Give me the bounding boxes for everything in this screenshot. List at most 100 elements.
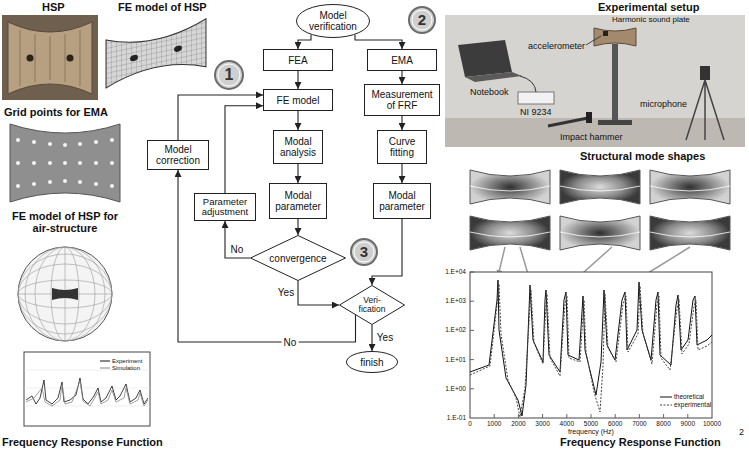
grid-point <box>110 161 114 165</box>
fe-mesh <box>106 19 206 88</box>
callout-ring <box>412 10 432 30</box>
connector <box>297 111 298 130</box>
axis-tick-label: 2000 <box>511 420 525 427</box>
box-outline <box>264 90 333 111</box>
label-holder: 6000 <box>608 420 622 427</box>
label-holder: 0 <box>468 420 472 427</box>
callout-ring <box>218 64 240 86</box>
box-outline <box>374 184 431 219</box>
process-box: FEA <box>263 49 333 71</box>
axis-tick-label: 10000 <box>703 420 721 427</box>
hsp-photo <box>8 22 92 94</box>
air-sphere <box>18 247 112 341</box>
mode-shapes <box>560 216 640 250</box>
setup-photo <box>445 15 745 147</box>
connector <box>178 170 356 342</box>
axis-tick-label: 1.E+01 <box>445 356 466 363</box>
setup-photo <box>594 28 636 46</box>
connector <box>401 164 402 183</box>
hsp-photo <box>2 15 98 100</box>
label-holder: 1.E+03 <box>445 298 466 305</box>
mode-shapes <box>470 170 730 250</box>
axis-tick-label: 1.E+02 <box>445 327 466 334</box>
label-holder: 8000 <box>656 420 670 427</box>
frf-chart-right <box>470 272 712 418</box>
connector <box>371 325 372 351</box>
grid-point <box>32 161 36 165</box>
label-holder: Frequency Response Function <box>560 436 721 448</box>
callout-number: 1 <box>214 60 244 90</box>
legend-sample <box>660 405 672 406</box>
node-text-holder: Modal parameter <box>373 183 431 219</box>
node-text: 1 <box>225 66 234 84</box>
node-text: FEA <box>288 55 307 66</box>
setup-photo <box>445 15 745 147</box>
diamond-outline <box>251 236 346 281</box>
callout-number: 3 <box>350 238 378 266</box>
setup-photo <box>586 112 592 123</box>
grid-point <box>32 182 36 186</box>
node-text: Modal parameter <box>274 190 322 212</box>
node-text-holder: FEA <box>263 49 333 71</box>
label-holder: 1.E+00 <box>445 385 466 392</box>
label-holder: Grid points for EMA <box>4 106 108 118</box>
end-ellipse: finish <box>346 351 398 373</box>
mode-shapes <box>560 216 640 250</box>
node-text-holder: Veri- fication <box>339 285 405 325</box>
mode-shapes <box>560 170 640 204</box>
node-text: finish <box>360 357 383 368</box>
fe-mesh <box>130 54 138 62</box>
connector <box>225 106 263 193</box>
setup-photo <box>598 120 632 125</box>
node-text: Curve fitting <box>382 136 422 158</box>
photo-label: Impact hammer <box>560 133 623 143</box>
node-text: 3 <box>360 244 368 261</box>
label-holder: 1.E+04 <box>445 268 466 275</box>
label-holder: 2000 <box>511 420 525 427</box>
legend-text: experimental <box>674 401 711 408</box>
node-text: Modal parameter <box>378 190 426 212</box>
grid-point <box>48 161 52 165</box>
axis-tick-label: 1.E+00 <box>445 385 466 392</box>
node-text-holder: 2 <box>408 6 436 34</box>
edge-label: No <box>282 337 299 348</box>
node-text-holder: Modal analysis <box>273 130 323 164</box>
decision-diamond: convergence <box>250 235 346 281</box>
process-box: Modal parameter <box>373 183 431 219</box>
node-text-holder: Curve fitting <box>377 130 427 164</box>
grid-point <box>94 140 98 144</box>
box-outline <box>264 50 333 71</box>
setup-photo <box>518 92 554 104</box>
connector <box>297 71 298 89</box>
grid-points <box>10 124 120 202</box>
mode-shapes <box>650 216 730 250</box>
figure-title: Grid points for EMA <box>4 106 108 118</box>
legend-text: Experiment <box>112 358 142 365</box>
callout-circle <box>409 7 435 33</box>
legend-text: Simulation <box>112 365 140 372</box>
node-text-holder: Measurement of FRF <box>364 84 440 116</box>
simulation-curve <box>26 381 148 406</box>
connector <box>297 164 298 183</box>
grid-point <box>32 140 36 144</box>
axis-tick-label: 1.E+03 <box>445 298 466 305</box>
node-text: Parameter adjustment <box>199 197 251 218</box>
node-text-holder: 3 <box>350 238 378 266</box>
grid-point <box>63 143 67 147</box>
start-ellipse: Model verification <box>296 4 370 38</box>
node-text-holder: EMA <box>367 49 437 71</box>
mode-shapes <box>470 170 550 204</box>
axis-tick-label: 1.E+04 <box>445 268 466 275</box>
edge-label: Yes <box>375 332 395 343</box>
axis-tick-label: 4000 <box>560 420 574 427</box>
grid-point <box>16 138 114 188</box>
air-sphere <box>18 247 112 341</box>
air-sphere <box>52 288 78 300</box>
process-box: Curve fitting <box>377 130 427 164</box>
edge-label-holder: Yes <box>375 332 395 343</box>
setup-photo <box>520 76 536 92</box>
edge-label-holder: Yes <box>276 287 296 298</box>
setup-photo <box>700 66 710 80</box>
node-text-holder: 1 <box>214 60 244 90</box>
mode-shapes <box>470 186 730 237</box>
